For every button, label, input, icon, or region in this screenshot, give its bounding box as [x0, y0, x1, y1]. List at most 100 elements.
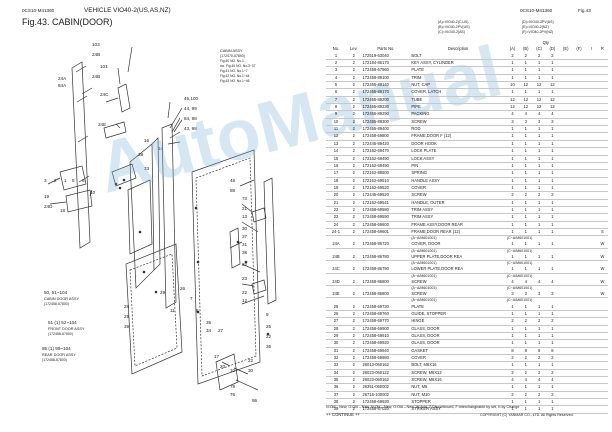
part-qty: 2: [545, 52, 560, 61]
part-description: SCREW, M6X12: [410, 369, 506, 378]
label-38b: 38: [242, 250, 248, 255]
part-qty: 2: [532, 317, 546, 326]
part-description: ROD: [410, 125, 506, 134]
part-remark: [596, 177, 608, 185]
part-qty: [572, 369, 586, 378]
part-qty: [572, 206, 586, 215]
part-interchange: [585, 125, 597, 134]
label-6: 6: [82, 178, 85, 183]
part-ref-no: 24C: [326, 266, 346, 274]
label-44: 44, 99: [184, 106, 197, 111]
part-remark: [596, 398, 608, 407]
part-qty: [559, 125, 573, 134]
part-interchange: [585, 221, 597, 229]
label-25: 25: [266, 324, 272, 329]
part-interchange: [585, 74, 597, 83]
part-interchange: [585, 391, 597, 400]
part-description: HANDLE ASSY: [410, 177, 506, 185]
part-interchange: [585, 310, 597, 319]
part-qty: [559, 103, 573, 112]
part-description: HINGE: [410, 317, 506, 326]
door-frame-edge: [151, 137, 161, 271]
part-level: 2: [345, 383, 362, 392]
part-ref-no: 8: [326, 103, 346, 112]
part-remark: [596, 339, 608, 348]
part-qty: [572, 405, 586, 414]
part-number: 172162-69490: [361, 162, 411, 171]
part-qty: 1: [505, 147, 520, 156]
part-qty: 1: [532, 332, 546, 341]
part-ref-no: 14: [326, 147, 346, 156]
part-qty: 1: [532, 339, 546, 348]
part-qty: 2: [532, 354, 546, 363]
part-qty: 1: [545, 147, 560, 156]
part-qty: [559, 191, 573, 200]
part-remark: [596, 405, 608, 414]
part-qty: [572, 66, 586, 75]
part-qty: 1: [519, 339, 533, 348]
part-description: BOLT, M6X16: [410, 361, 506, 370]
part-qty: 1: [532, 88, 546, 97]
label-22a: 22: [242, 290, 248, 295]
part-number: 172455-89400: [361, 125, 411, 134]
part-qty: 8: [519, 347, 533, 355]
part-qty: 1: [505, 169, 520, 178]
part-interchange: [585, 339, 597, 348]
cabin-door-assy-title: CABIN DOOR ASSY: [44, 297, 79, 301]
part-number: 172455-89170: [361, 88, 411, 97]
part-ref-no: 18: [326, 177, 346, 185]
part-qty: [559, 241, 573, 249]
part-qty: 1: [545, 162, 560, 171]
part-qty: [559, 132, 573, 141]
label-31: 31: [242, 242, 248, 247]
part-remark: [596, 213, 608, 222]
part-qty: 2: [532, 191, 546, 200]
glass-small: [127, 179, 153, 255]
part-description: SCREW: [410, 278, 506, 287]
label-43: 43, 98: [184, 126, 197, 131]
part-qty: 4: [545, 376, 560, 385]
part-qty: 12: [505, 103, 520, 112]
part-qty: 12: [532, 96, 546, 105]
part-qty: 1: [519, 303, 533, 311]
part-level: 2: [345, 110, 362, 119]
part-description: NUT, CAP: [410, 81, 506, 90]
part-qty: 1: [545, 125, 560, 134]
part-interchange: [585, 278, 597, 287]
part-remark: [596, 361, 608, 370]
part-number: 172458-87020: [361, 405, 411, 414]
rear-door-assy-sub: (172458-67800): [42, 358, 67, 362]
part-description: SCREW, M6X16: [410, 376, 506, 385]
part-remark: [596, 221, 608, 229]
part-qty: [559, 347, 573, 355]
part-number: 172455-89300: [361, 118, 411, 127]
part-qty: 1: [532, 59, 546, 68]
qty-header: Qty: [542, 40, 549, 45]
part-level: 2: [345, 132, 362, 141]
part-level: 2: [345, 140, 362, 149]
part-qty: [572, 317, 586, 326]
serial-note-right: (C~A/M601001): [506, 236, 533, 241]
part-description: PLATE: [410, 303, 506, 311]
label-11: 11: [170, 308, 175, 313]
part-qty: 1: [532, 155, 546, 163]
part-remark: [596, 369, 608, 378]
serial-note-row: (A~A/M601001)(C~A/M601001): [326, 261, 608, 267]
part-qty: 1: [519, 310, 533, 319]
part-qty: 12: [545, 81, 560, 90]
part-qty: 1: [532, 213, 546, 222]
serial-note-left: (A~A/M601001): [411, 273, 437, 278]
part-qty: 1: [545, 383, 560, 392]
part-level: 2: [345, 221, 362, 229]
part-interchange: [585, 59, 597, 68]
glass-gasket-outline: [195, 157, 257, 377]
part-qty: 1: [532, 325, 546, 333]
part-level: 2: [345, 74, 362, 83]
part-qty: 1: [545, 184, 560, 193]
